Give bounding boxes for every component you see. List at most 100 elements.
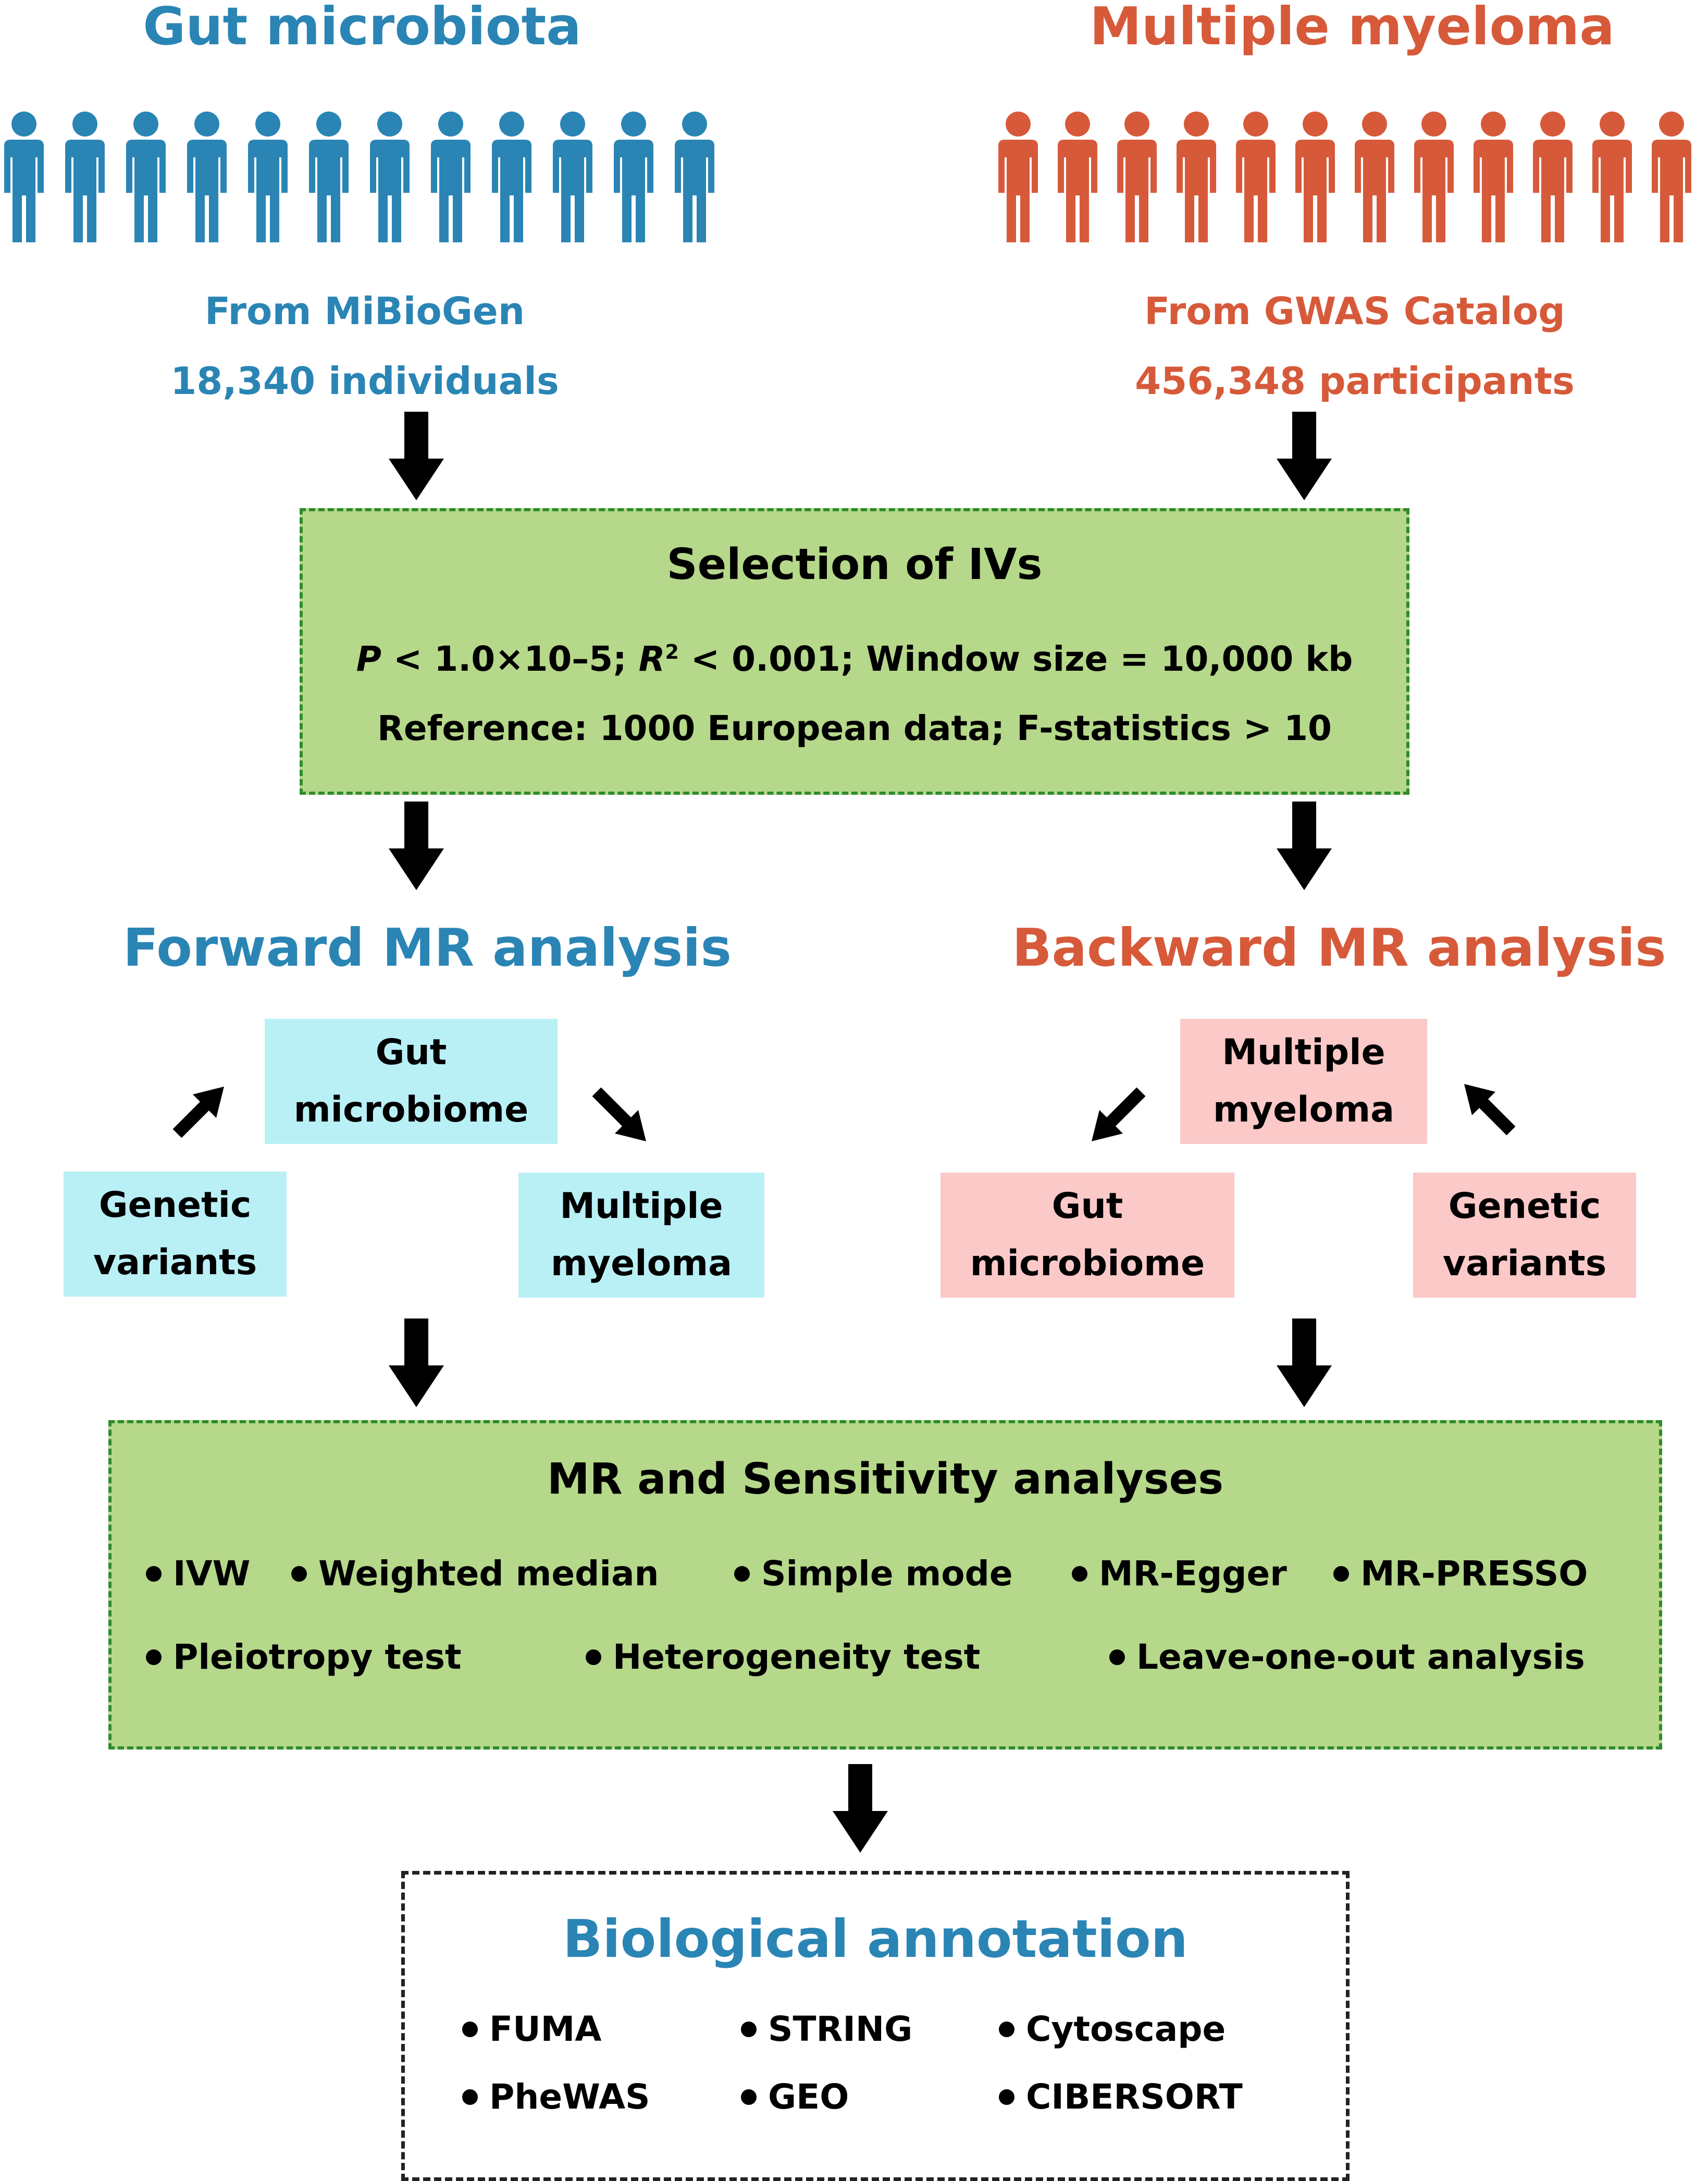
myeloma-source-name: From GWAS Catalog [1144,289,1565,333]
person-icon [553,112,592,242]
arrow-gut-to-myeloma [592,1087,633,1128]
myeloma-source-count: 456,348 participants [1135,359,1575,403]
bullet-icon [146,1566,162,1582]
myeloma-people-row [998,112,1691,242]
forward-myeloma-label-1: Multiple [560,1186,723,1227]
forward-myeloma-label-2: myeloma [550,1243,733,1284]
down-arrow-gut-to-selection [389,412,444,500]
person-icon [309,112,349,242]
tool-string: STRING [741,2009,912,2049]
method-simple-mode: Simple mode [734,1554,1013,1594]
person-icon [248,112,288,242]
person-icon [1117,112,1157,242]
down-arrow-backward-to-mr [1277,1319,1332,1407]
test-heterogeneity: Heterogeneity test [586,1637,980,1677]
selection-of-ivs-box: Selection of IVs P < 1.0×10–5; R2 < 0.00… [300,508,1409,795]
bullet-icon [586,1649,601,1665]
backward-gut-microbiome-box: Gut microbiome [940,1173,1234,1298]
person-icon [126,112,166,242]
bullet-icon [291,1566,307,1582]
bullet-icon [999,2089,1014,2105]
bullet-icon [1109,1649,1125,1665]
gut-source-name: From MiBioGen [204,289,525,333]
person-icon [4,112,44,242]
bullet-icon [462,2021,478,2037]
forward-genetic-label-1: Genetic [98,1185,252,1226]
gut-microbiota-title: Gut microbiota [143,0,581,57]
bullet-icon [741,2021,757,2037]
forward-genetic-variants-box: Genetic variants [64,1172,287,1297]
forward-mr-title: Forward MR analysis [122,917,732,978]
selection-criteria-line: P < 1.0×10–5; R2 < 0.001; Window size = … [303,639,1406,679]
backward-multiple-myeloma-box: Multiple myeloma [1180,1019,1427,1144]
method-ivw: IVW [146,1554,250,1594]
biological-annotation-title: Biological annotation [563,1908,1188,1969]
person-icon [1652,112,1691,242]
backward-myeloma-label-1: Multiple [1222,1032,1385,1073]
arrow-genetic-to-gut [172,1098,213,1138]
person-icon [675,112,714,242]
bullet-icon [1072,1566,1087,1582]
bullet-icon [462,2089,478,2105]
backward-genetic-label-2: variants [1442,1243,1607,1284]
bullet-icon [146,1649,162,1665]
forward-gut-label-2: microbiome [293,1089,529,1130]
backward-myeloma-label-2: myeloma [1212,1089,1395,1130]
person-icon [370,112,410,242]
gut-people-row [4,112,714,242]
person-icon [1177,112,1216,242]
backward-gut-label-2: microbiome [970,1243,1205,1284]
method-mr-presso: MR-PRESSO [1333,1554,1588,1594]
person-icon [187,112,227,242]
person-icon [614,112,653,242]
person-icon [431,112,471,242]
down-arrow-myeloma-to-selection [1277,412,1332,500]
gut-source-count: 18,340 individuals [170,359,559,403]
down-arrow-selection-to-forward [389,802,444,890]
forward-gut-label-1: Gut [375,1032,447,1073]
down-arrow-mr-to-annotation [833,1764,888,1853]
person-icon [1058,112,1097,242]
r-threshold-text: < 0.001; Window size = 10,000 kb [678,639,1353,679]
person-icon [1236,112,1276,242]
p-threshold-text: < 1.0×10–5; [381,639,639,679]
person-icon [1355,112,1394,242]
tool-phewas: PheWAS [462,2077,650,2117]
selection-title: Selection of IVs [666,540,1043,589]
tool-cytoscape: Cytoscape [999,2009,1226,2049]
method-mr-egger: MR-Egger [1072,1554,1287,1594]
forward-genetic-label-2: variants [93,1242,257,1283]
person-icon [1592,112,1632,242]
person-icon [1474,112,1513,242]
mr-sensitivity-box: MR and Sensitivity analyses IVW Weighted… [108,1420,1662,1749]
test-pleiotropy: Pleiotropy test [146,1637,462,1677]
selection-reference-line: Reference: 1000 European data; F-statist… [377,708,1332,748]
mr-sensitivity-title: MR and Sensitivity analyses [547,1455,1224,1504]
arrow-genetic-to-myeloma [1475,1095,1516,1136]
arrow-myeloma-to-gut [1105,1087,1146,1128]
down-arrow-selection-to-backward [1277,802,1332,890]
r-symbol: R [638,639,665,679]
test-leave-one-out: Leave-one-out analysis [1109,1637,1585,1677]
backward-genetic-label-1: Genetic [1448,1186,1601,1227]
tool-fuma: FUMA [462,2009,601,2049]
person-icon [1295,112,1335,242]
p-symbol: P [356,639,381,679]
person-icon [65,112,105,242]
person-icon [492,112,531,242]
down-arrow-forward-to-mr [389,1319,444,1407]
person-icon [998,112,1038,242]
forward-gut-microbiome-box: Gut microbiome [265,1019,558,1144]
person-icon [1414,112,1454,242]
bullet-icon [999,2021,1014,2037]
tool-cibersort: CIBERSORT [999,2077,1243,2117]
r-superscript: 2 [665,640,679,663]
bullet-icon [734,1566,750,1582]
person-icon [1533,112,1573,242]
backward-mr-title: Backward MR analysis [1012,917,1666,978]
method-weighted-median: Weighted median [291,1554,659,1594]
tool-geo: GEO [741,2077,849,2117]
backward-genetic-variants-box: Genetic variants [1413,1173,1636,1298]
backward-gut-label-1: Gut [1051,1186,1123,1227]
